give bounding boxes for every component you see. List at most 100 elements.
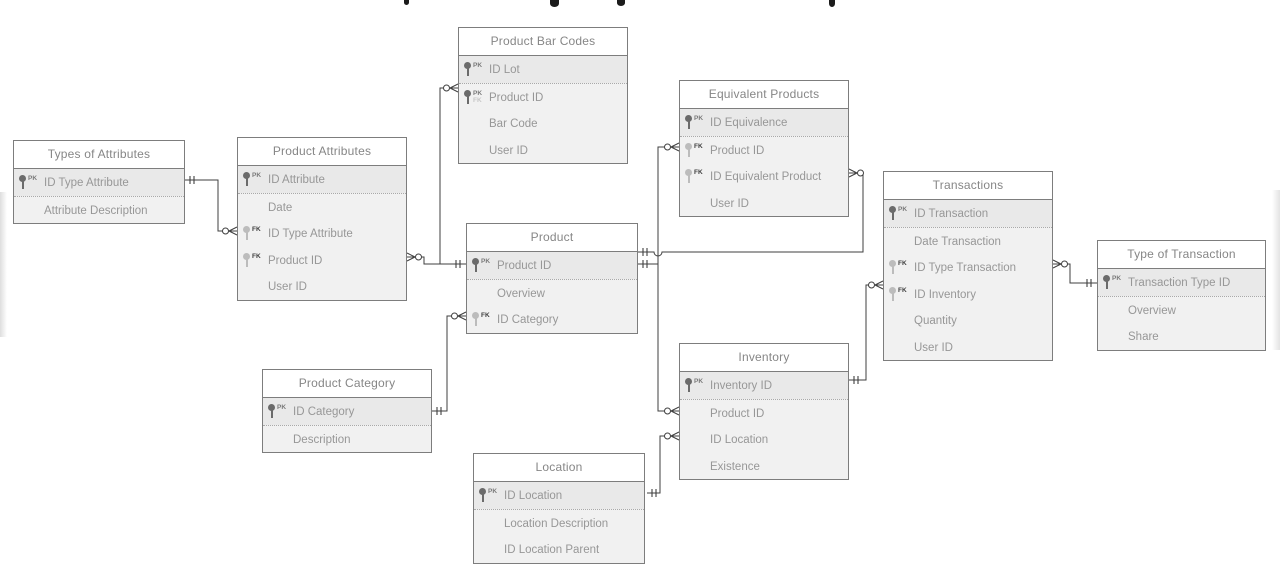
primary-key-icon: PK bbox=[268, 404, 286, 419]
field-row[interactable]: Description bbox=[263, 424, 431, 452]
key-tag-label: PK bbox=[473, 62, 483, 70]
entity-title[interactable]: Product bbox=[467, 224, 637, 252]
field-row[interactable]: User ID bbox=[459, 136, 627, 163]
key-glyph-icon bbox=[889, 260, 897, 275]
field-row[interactable]: Share bbox=[1098, 323, 1265, 350]
field-row[interactable]: ID Location bbox=[680, 426, 848, 453]
field-row[interactable]: User ID bbox=[238, 273, 406, 300]
key-glyph-icon bbox=[243, 172, 251, 187]
field-row[interactable]: PK Transaction Type ID bbox=[1098, 269, 1265, 296]
field-label: Inventory ID bbox=[710, 380, 772, 392]
field-label: Transaction Type ID bbox=[1128, 277, 1231, 289]
key-tag-label: FK bbox=[694, 169, 703, 177]
entity-title[interactable]: Product Bar Codes bbox=[459, 28, 627, 56]
entity-title[interactable]: Types of Attributes bbox=[14, 141, 184, 169]
field-label: Product ID bbox=[497, 260, 552, 272]
entity-body: PK ID Location Location Description ID Lo… bbox=[474, 482, 644, 563]
field-row[interactable]: Product ID bbox=[680, 398, 848, 426]
key-glyph-icon bbox=[472, 312, 480, 327]
primary-key-icon: PK bbox=[479, 488, 498, 503]
field-row[interactable]: Bar Code bbox=[459, 110, 627, 137]
key-tag-label: FK bbox=[252, 226, 261, 234]
key-glyph-icon bbox=[1103, 275, 1111, 290]
field-row[interactable]: Date Transaction bbox=[884, 226, 1052, 254]
entity-title[interactable]: Equivalent Products bbox=[680, 81, 848, 109]
field-row[interactable]: Quantity bbox=[884, 307, 1052, 334]
field-row[interactable]: Overview bbox=[1098, 295, 1265, 323]
key-tag-label: FK bbox=[481, 312, 490, 320]
key-glyph-icon bbox=[889, 206, 897, 221]
entity-body: PK Inventory ID Product ID ID Location Ex… bbox=[680, 372, 848, 479]
key-tag-label: FK bbox=[898, 286, 907, 294]
key-glyph-icon bbox=[464, 89, 472, 104]
field-label: ID Location bbox=[504, 490, 563, 502]
field-row[interactable]: User ID bbox=[680, 189, 848, 216]
field-row[interactable]: Existence bbox=[680, 452, 848, 479]
foreign-key-icon: FK bbox=[243, 226, 261, 241]
field-label: ID Category bbox=[293, 406, 355, 418]
entity-title[interactable]: Transactions bbox=[884, 172, 1052, 200]
field-row[interactable]: User ID bbox=[884, 333, 1052, 360]
field-label: ID Location Parent bbox=[504, 544, 600, 556]
field-label: User ID bbox=[489, 144, 528, 157]
entity-title[interactable]: Product Category bbox=[263, 370, 431, 398]
entity-title[interactable]: Location bbox=[474, 454, 644, 482]
entity-title[interactable]: Product Attributes bbox=[238, 138, 406, 166]
field-row[interactable]: FK ID Type Transaction bbox=[884, 254, 1052, 281]
field-row[interactable]: PK Inventory ID bbox=[680, 372, 848, 399]
key-tag-label: PK bbox=[694, 115, 704, 123]
entity-title[interactable]: Type of Transaction bbox=[1098, 241, 1265, 269]
key-tag-label: PK bbox=[481, 258, 491, 266]
key-tag-label: PK bbox=[1112, 275, 1122, 283]
entity-table-location[interactable]: Location PK ID Location Location Descript… bbox=[473, 453, 645, 564]
field-row[interactable]: PK Product ID bbox=[467, 252, 637, 279]
key-glyph-icon bbox=[268, 404, 276, 419]
fk-tag: FK bbox=[473, 96, 482, 104]
field-label: Date Transaction bbox=[914, 235, 1001, 248]
foreign-key-icon: FK bbox=[685, 142, 703, 157]
field-row[interactable]: Attribute Description bbox=[14, 195, 184, 223]
field-row[interactable]: PK ID Category bbox=[263, 398, 431, 425]
field-label: Quantity bbox=[914, 315, 957, 327]
field-row[interactable]: ID Location Parent bbox=[474, 536, 644, 563]
key-tag-label: PK bbox=[694, 378, 704, 386]
field-label: Overview bbox=[1128, 304, 1176, 317]
field-row[interactable]: Overview bbox=[467, 278, 637, 306]
primary-key-icon: PK bbox=[472, 258, 491, 273]
key-tag-label: FK bbox=[252, 252, 261, 260]
field-row[interactable]: Location Description bbox=[474, 508, 644, 536]
field-label: ID Type Transaction bbox=[914, 262, 1017, 274]
field-label: ID Type Attribute bbox=[44, 177, 129, 189]
key-tag-label: FK bbox=[898, 260, 907, 268]
key-tag-label: PK bbox=[488, 488, 498, 496]
key-glyph-icon bbox=[479, 488, 487, 503]
entity-table-type-of-transaction[interactable]: Type of Transaction PK Transaction Type I… bbox=[1097, 240, 1266, 351]
key-tag-label: FK bbox=[694, 142, 703, 150]
field-row[interactable]: Date bbox=[238, 192, 406, 220]
entity-title[interactable]: Inventory bbox=[680, 344, 848, 372]
field-label: User ID bbox=[268, 281, 307, 293]
entity-table-inventory[interactable]: Inventory PK Inventory ID Product ID ID L… bbox=[679, 343, 849, 480]
key-glyph-icon bbox=[685, 115, 693, 130]
field-row[interactable]: PK ID Location bbox=[474, 482, 644, 509]
entity-table-product-category[interactable]: Product Category PK ID Category Descripti… bbox=[262, 369, 432, 453]
